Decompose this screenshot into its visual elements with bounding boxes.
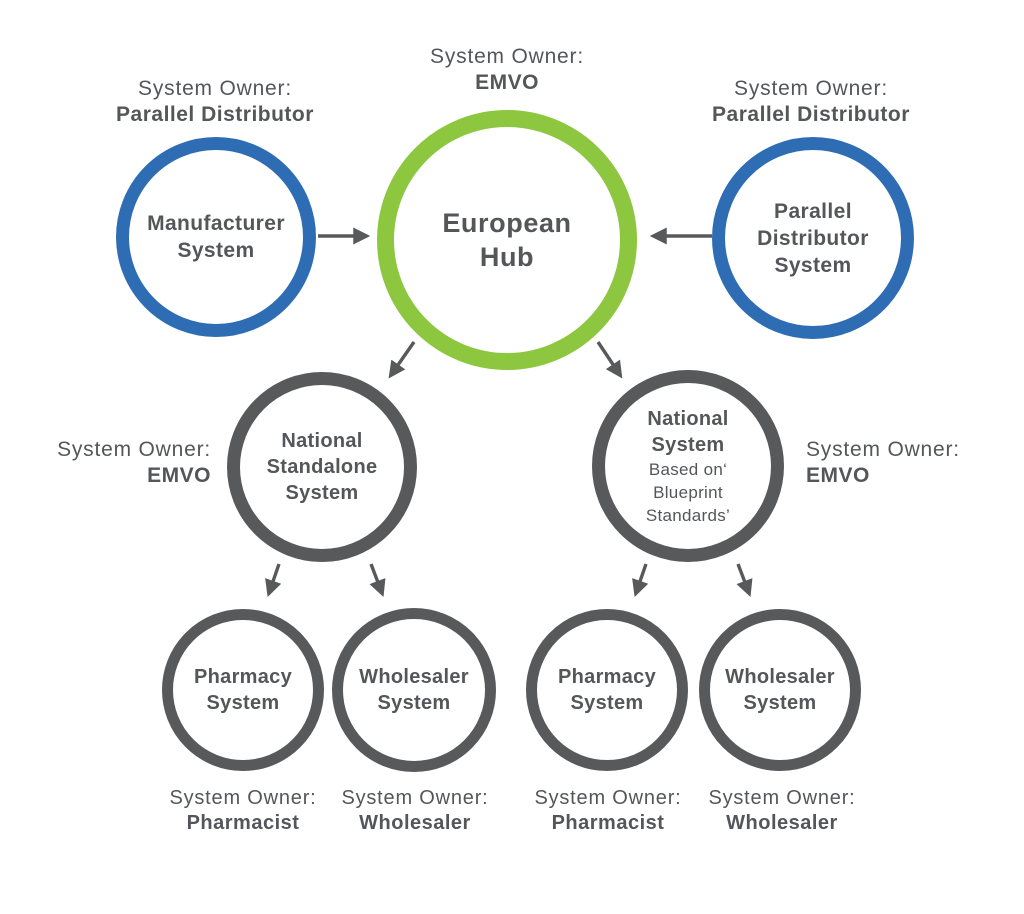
owner-prefix: System Owner: bbox=[138, 77, 292, 100]
node-wholesaler-system-right: Wholesaler System bbox=[699, 609, 861, 771]
node-european-hub: European Hub bbox=[377, 110, 637, 370]
owner-name: Parallel Distributor bbox=[712, 103, 910, 126]
node-manufacturer-system: Manufacturer System bbox=[116, 137, 316, 337]
arrow-hub-to-national-blueprint bbox=[596, 341, 623, 379]
owner-name: EMVO bbox=[806, 464, 870, 487]
node-pharmacy-system-right: Pharmacy System bbox=[526, 609, 688, 771]
node-label: Distributor bbox=[757, 226, 869, 250]
node-label: Manufacturer bbox=[147, 212, 285, 235]
node-label: System bbox=[177, 239, 255, 262]
owner-label-national-standalone: System Owner: EMVO bbox=[11, 437, 211, 489]
arrow-standalone-to-pharmacy bbox=[265, 563, 282, 598]
owner-prefix: System Owner: bbox=[534, 787, 682, 809]
node-sublabel: Based on‘ bbox=[648, 459, 728, 479]
owner-label-wholesaler-right: System Owner: Wholesaler bbox=[682, 786, 882, 836]
node-label: National bbox=[647, 407, 729, 430]
owner-label-parallel-distributor: System Owner: Parallel Distributor bbox=[661, 76, 961, 128]
owner-prefix: System Owner: bbox=[57, 438, 211, 461]
node-label: System bbox=[743, 692, 817, 714]
node-label: System bbox=[774, 253, 852, 277]
arrow-blueprint-to-pharmacy bbox=[632, 563, 649, 598]
node-national-blueprint-system: National System Based on‘ Blueprint Stan… bbox=[592, 370, 784, 562]
node-sublabel: Standards’ bbox=[645, 505, 731, 525]
owner-prefix: System Owner: bbox=[169, 787, 317, 809]
owner-label-manufacturer: System Owner: Parallel Distributor bbox=[65, 76, 365, 128]
arrow-hub-to-national-standalone bbox=[388, 341, 416, 379]
owner-name: Parallel Distributor bbox=[116, 103, 314, 126]
node-label: System bbox=[285, 482, 359, 504]
node-label: Parallel bbox=[774, 199, 852, 223]
owner-name: Wholesaler bbox=[726, 812, 838, 834]
node-label: System bbox=[570, 692, 644, 714]
owner-label-pharmacy-right: System Owner: Pharmacist bbox=[508, 786, 708, 836]
owner-label-wholesaler-left: System Owner: Wholesaler bbox=[315, 786, 515, 836]
owner-name: EMVO bbox=[147, 464, 211, 487]
node-sublabel: Blueprint bbox=[653, 482, 723, 502]
owner-prefix: System Owner: bbox=[806, 438, 960, 461]
owner-name: Wholesaler bbox=[359, 812, 471, 834]
owner-prefix: System Owner: bbox=[341, 787, 489, 809]
owner-prefix: System Owner: bbox=[430, 45, 584, 68]
node-label: Pharmacy bbox=[557, 666, 656, 688]
node-parallel-distributor-system: Parallel Distributor System bbox=[712, 137, 914, 339]
node-label: National bbox=[281, 430, 363, 452]
node-label: Pharmacy bbox=[193, 666, 292, 688]
owner-label-pharmacy-left: System Owner: Pharmacist bbox=[143, 786, 343, 836]
node-label: System bbox=[377, 692, 451, 714]
node-label: Hub bbox=[479, 242, 535, 272]
node-wholesaler-system-left: Wholesaler System bbox=[332, 608, 496, 772]
owner-name: EMVO bbox=[475, 71, 539, 94]
owner-label-national-blueprint: System Owner: EMVO bbox=[806, 437, 1024, 489]
owner-name: Pharmacist bbox=[551, 812, 665, 834]
owner-name: Pharmacist bbox=[186, 812, 300, 834]
owner-prefix: System Owner: bbox=[708, 787, 856, 809]
node-pharmacy-system-left: Pharmacy System bbox=[162, 609, 324, 771]
arrow-blueprint-to-wholesaler bbox=[736, 563, 753, 597]
node-label: European bbox=[442, 208, 572, 238]
node-label: System bbox=[651, 433, 725, 456]
node-label: Wholesaler bbox=[359, 666, 469, 688]
owner-label-european-hub: System Owner: EMVO bbox=[357, 44, 657, 96]
node-national-standalone-system: National Standalone System bbox=[227, 372, 417, 562]
arrow-standalone-to-wholesaler bbox=[369, 563, 386, 597]
node-label: Standalone bbox=[266, 456, 378, 478]
node-label: Wholesaler bbox=[725, 666, 835, 688]
node-label: System bbox=[206, 692, 280, 714]
owner-prefix: System Owner: bbox=[734, 77, 888, 100]
